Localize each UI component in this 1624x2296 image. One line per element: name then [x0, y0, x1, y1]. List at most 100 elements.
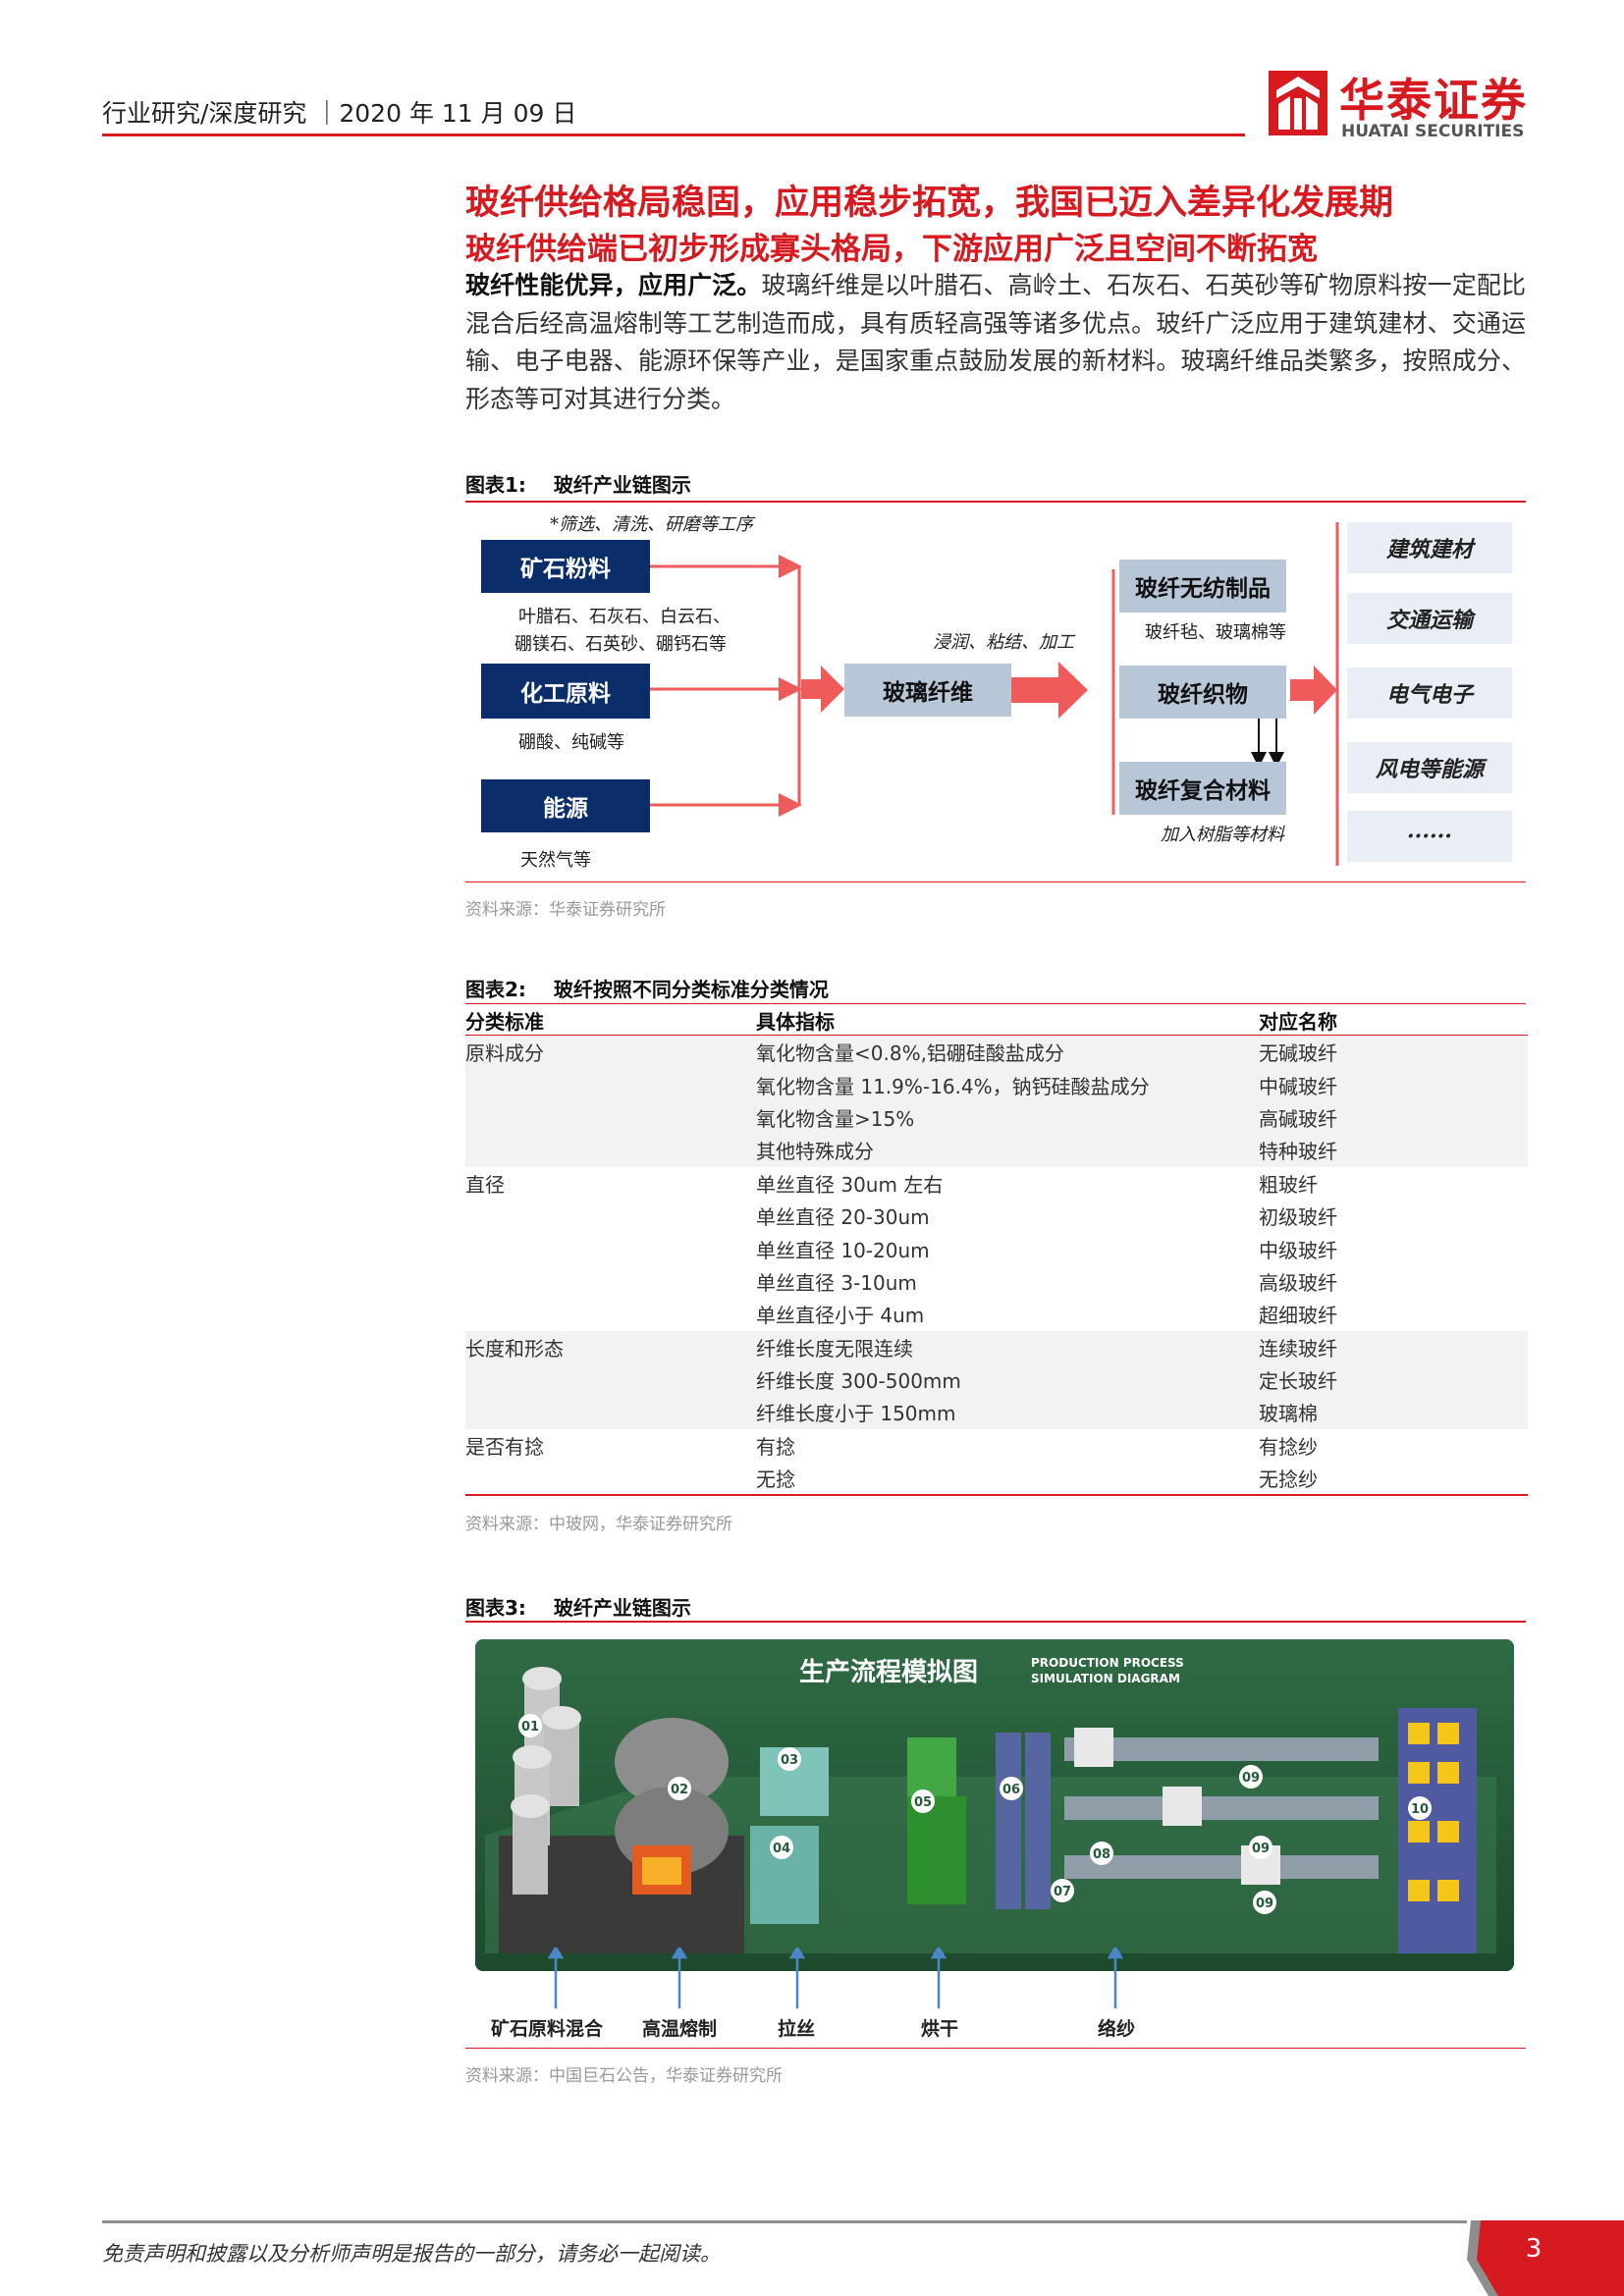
table-row: 无捻无捻纱: [465, 1462, 1528, 1497]
report-breadcrumb: 行业研究/深度研究 ｜2020 年 11 月 09 日: [102, 99, 577, 128]
table-cell: 高碱玻纤: [1259, 1100, 1528, 1135]
marker-label: 09: [1252, 1842, 1270, 1856]
fig3-top-rule: [465, 1621, 1526, 1623]
table-cell: [465, 1134, 756, 1167]
section-heading: 玻纤供给格局稳固，应用稳步拓宽，我国已迈入差异化发展期: [465, 184, 1394, 223]
marker-label: 07: [1054, 1885, 1071, 1899]
input-box-ore: 矿石粉料: [481, 540, 650, 593]
table-cell: 无碱玻纤: [1259, 1035, 1528, 1069]
table-cell: 有捻: [756, 1434, 795, 1459]
marker-label: 09: [1256, 1896, 1273, 1911]
table-row: 氧化物含量 11.9%-16.4%，钠钙硅酸盐成分中碱玻纤: [465, 1068, 1528, 1101]
fig3-title-text: 玻纤产业链图示: [553, 1596, 691, 1620]
fig1-source: 资料来源：华泰证券研究所: [465, 900, 666, 920]
app-box-more: ······: [1347, 811, 1512, 862]
fig1-label: 图表1:: [465, 473, 526, 497]
stage-label-drying: 烘干: [921, 2018, 959, 2040]
product-box-composite: 玻纤复合材料: [1119, 762, 1286, 815]
table-row: 是否有捻 有捻 有捻纱: [465, 1429, 1528, 1462]
fig1-title-text: 玻纤产业链图示: [553, 473, 691, 497]
app-box-building: 建筑建材: [1347, 522, 1512, 573]
table-header-cell: 对应名称: [1259, 1005, 1528, 1036]
sim-title-cn: 生产流程模拟图: [799, 1658, 978, 1687]
table-cell: 定长玻纤: [1259, 1362, 1528, 1397]
marker-label: 09: [1242, 1771, 1260, 1786]
table-cell: [465, 1068, 756, 1101]
stage-label-mixing: 矿石原料混合: [491, 2018, 604, 2040]
product-nonwoven-note: 玻纤毡、玻璃棉等: [1145, 622, 1286, 643]
table-header-cell: 具体指标: [756, 1005, 1259, 1036]
table-cell: 无捻纱: [1259, 1462, 1528, 1497]
sim-title-en-1: PRODUCTION PROCESS: [1031, 1656, 1184, 1670]
factory-illustration: 01 02 03 04 05 06 07 08 09 09 09 10 生产流程…: [475, 1639, 1514, 1971]
table-cell: [465, 1298, 756, 1330]
input-ore-note-2: 硼镁石、石英砂、硼钙石等: [514, 634, 727, 655]
fig1-top-note: *筛选、清洗、研磨等工序: [550, 514, 753, 535]
table-cell: [465, 1100, 756, 1135]
table-cell: 连续玻纤: [1259, 1330, 1528, 1363]
table-cell: 是否有捻: [465, 1434, 544, 1459]
table-cell: [465, 1396, 756, 1429]
table-row: 氧化物含量>15%高碱玻纤: [465, 1100, 1528, 1135]
table-cell: 氧化物含量 11.9%-16.4%，钠钙硅酸盐成分: [756, 1068, 1259, 1101]
table-cell: 原料成分: [465, 1035, 756, 1069]
table-cell: 有捻纱: [1259, 1434, 1318, 1459]
input-ore-note-1: 叶腊石、石灰石、白云石、: [518, 607, 731, 627]
table-cell: 中碱玻纤: [1259, 1068, 1528, 1101]
intro-lead: 玻纤性能优异，应用广泛。: [465, 271, 762, 299]
production-simulation-image: 01 02 03 04 05 06 07 08 09 09 09 10 生产流程…: [475, 1639, 1514, 1971]
fig1-bottom-rule: [465, 881, 1526, 882]
fig1-title: 图表1: 玻纤产业链图示: [465, 469, 691, 498]
fig3-bottom-rule: [465, 2048, 1526, 2049]
table-cell: 粗玻纤: [1259, 1172, 1318, 1197]
marker-label: 03: [781, 1753, 798, 1768]
page-number: 3: [1525, 2234, 1543, 2264]
app-box-transport: 交通运输: [1347, 593, 1512, 644]
sim-title-en-2: SIMULATION DIAGRAM: [1031, 1672, 1180, 1685]
input-chemicals-note: 硼酸、纯碱等: [518, 732, 624, 753]
fig1-arrows: [650, 522, 1339, 866]
app-box-electrical: 电气电子: [1347, 667, 1512, 719]
table-row: 原料成分氧化物含量<0.8%,铝硼硅酸盐成分无碱玻纤: [465, 1035, 1528, 1069]
input-box-energy: 能源: [481, 779, 650, 832]
header-rule: [102, 133, 1245, 136]
intro-paragraph: 玻纤性能优异，应用广泛。玻璃纤维是以叶腊石、高岭土、石灰石、石英砂等矿物原料按一…: [465, 267, 1526, 418]
table-cell: 中级玻纤: [1259, 1238, 1337, 1262]
table-row: 其他特殊成分特种玻纤: [465, 1134, 1528, 1167]
marker-label: 01: [521, 1720, 539, 1735]
app-box-wind-energy: 风电等能源: [1347, 742, 1512, 793]
table-cell: [465, 1462, 756, 1497]
table-cell: [465, 1232, 756, 1264]
table-row: 长度和形态纤维长度无限连续连续玻纤: [465, 1330, 1528, 1363]
table-cell: 无捻: [756, 1462, 1259, 1497]
table-cell: 氧化物含量<0.8%,铝硼硅酸盐成分: [756, 1035, 1259, 1069]
fig1-top-rule: [465, 501, 1526, 503]
table-cell: 纤维长度小于 150mm: [756, 1396, 1259, 1429]
logo-chinese-name: 华泰证券: [1339, 74, 1528, 127]
input-energy-note: 天然气等: [520, 850, 591, 871]
table-cell: 单丝直径 20-30um: [756, 1205, 930, 1230]
table-header-row: 分类标准 具体指标 对应名称: [465, 1005, 1528, 1036]
product-box-nonwoven: 玻纤无纺制品: [1119, 560, 1286, 613]
stage-label-winding: 络纱: [1098, 2018, 1136, 2040]
fig2-title: 图表2:玻纤按照不同分类标准分类情况: [465, 974, 829, 1002]
fig2-source: 资料来源：中玻网，华泰证券研究所: [465, 1515, 732, 1534]
table-cell: 特种玻纤: [1259, 1134, 1528, 1167]
center-box-glass-fiber: 玻璃纤维: [844, 664, 1011, 717]
product-composite-note: 加入树脂等材料: [1161, 825, 1284, 845]
stage-label-melting: 高温熔制: [642, 2018, 718, 2040]
marker-label: 05: [914, 1795, 932, 1810]
table-cell: 纤维长度无限连续: [756, 1330, 1259, 1363]
product-box-fabric: 玻纤织物: [1119, 666, 1286, 719]
table-cell: 其他特殊成分: [756, 1134, 1259, 1167]
table-cell: 单丝直径 3-10um: [756, 1270, 917, 1295]
table-cell: 直径: [465, 1172, 505, 1197]
marker-label: 02: [671, 1783, 688, 1797]
table-cell: 长度和形态: [465, 1330, 756, 1363]
table-cell: [465, 1362, 756, 1397]
table-cell: 初级玻纤: [1259, 1205, 1337, 1230]
